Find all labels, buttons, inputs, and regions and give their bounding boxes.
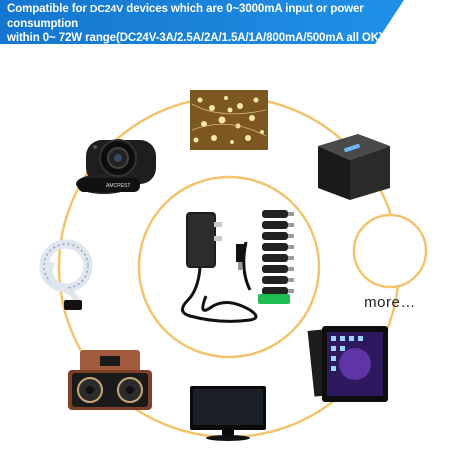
device-diagram: AMCREST (0, 58, 456, 456)
more-circle (352, 213, 428, 289)
fairy-lights-image (190, 90, 268, 150)
camera-brand: AMCREST (106, 183, 130, 189)
security-camera-image: AMCREST (76, 139, 156, 194)
banner-shape (0, 0, 404, 44)
compatibility-text: Compatible for DC24V devices which are 0… (7, 2, 407, 46)
banner-line1-b: DC24V (89, 3, 124, 15)
retro-speaker-image (68, 350, 152, 410)
power-adapter-image (181, 212, 258, 323)
led-strip-image (39, 239, 93, 311)
banner-line1-a: Compatible for (7, 3, 90, 15)
banner-line1-c: devices which are 0~3000mA input or powe… (7, 3, 364, 30)
top-banner: Compatible for DC24V devices which are 0… (0, 0, 456, 58)
monitor-image (190, 386, 266, 441)
tablet-image (307, 326, 388, 402)
device-diagram-svg: AMCREST (39, 90, 428, 441)
more-label: more… (364, 294, 416, 311)
plug-tips-image (258, 210, 294, 304)
banner-line2: within 0~ 72W range(DC24V-3A/2.5A/2A/1.5… (7, 32, 383, 44)
bluetooth-speaker-image (318, 134, 390, 200)
